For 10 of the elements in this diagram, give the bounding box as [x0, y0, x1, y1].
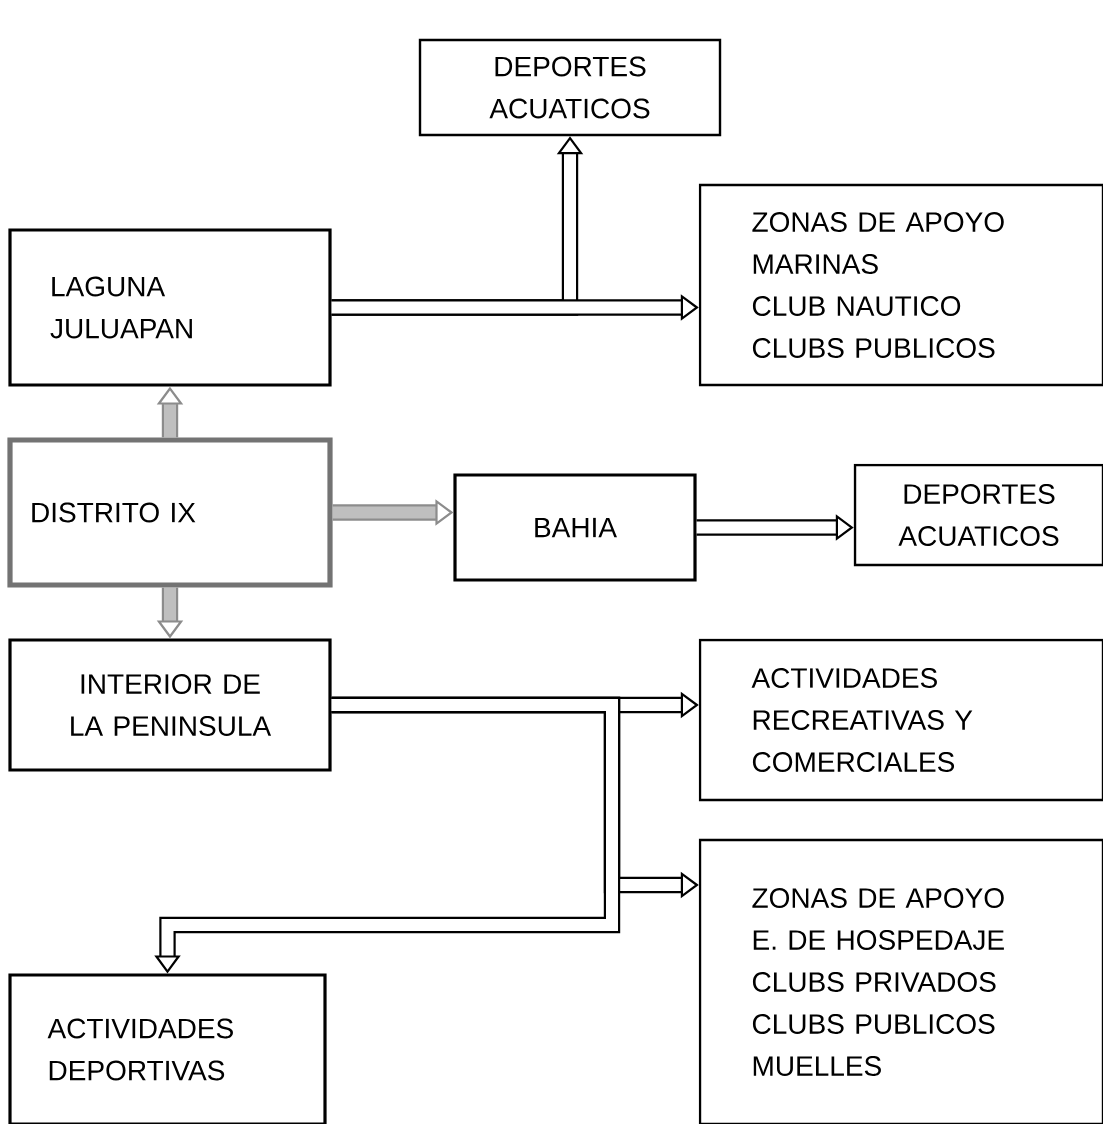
- process-box: ZONAS DE APOYO E. DE HOSPEDAJE CLUBS PRIVADOS CLUBS PUBLICOS MUELLES: [698, 838, 1103, 1124]
- process-box: LAGUNA JULUAPAN: [8, 228, 332, 387]
- process-box: BAHIA: [453, 473, 697, 582]
- process-box: ZONAS DE APOYO MARINAS CLUB NAUTICO CLUBS PUBLICOS: [698, 183, 1103, 387]
- process-box: DISTRITO IX: [7, 437, 333, 588]
- process-box: ACTIVIDADES DEPORTIVAS: [8, 973, 327, 1124]
- process-box: DEPORTES ACUATICOS: [853, 463, 1103, 567]
- process-box: INTERIOR DE LA PENINSULA: [8, 638, 332, 772]
- process-box: ACTIVIDADES RECREATIVAS Y COMERCIALES: [698, 638, 1103, 802]
- process-box: DEPORTES ACUATICOS: [418, 38, 722, 137]
